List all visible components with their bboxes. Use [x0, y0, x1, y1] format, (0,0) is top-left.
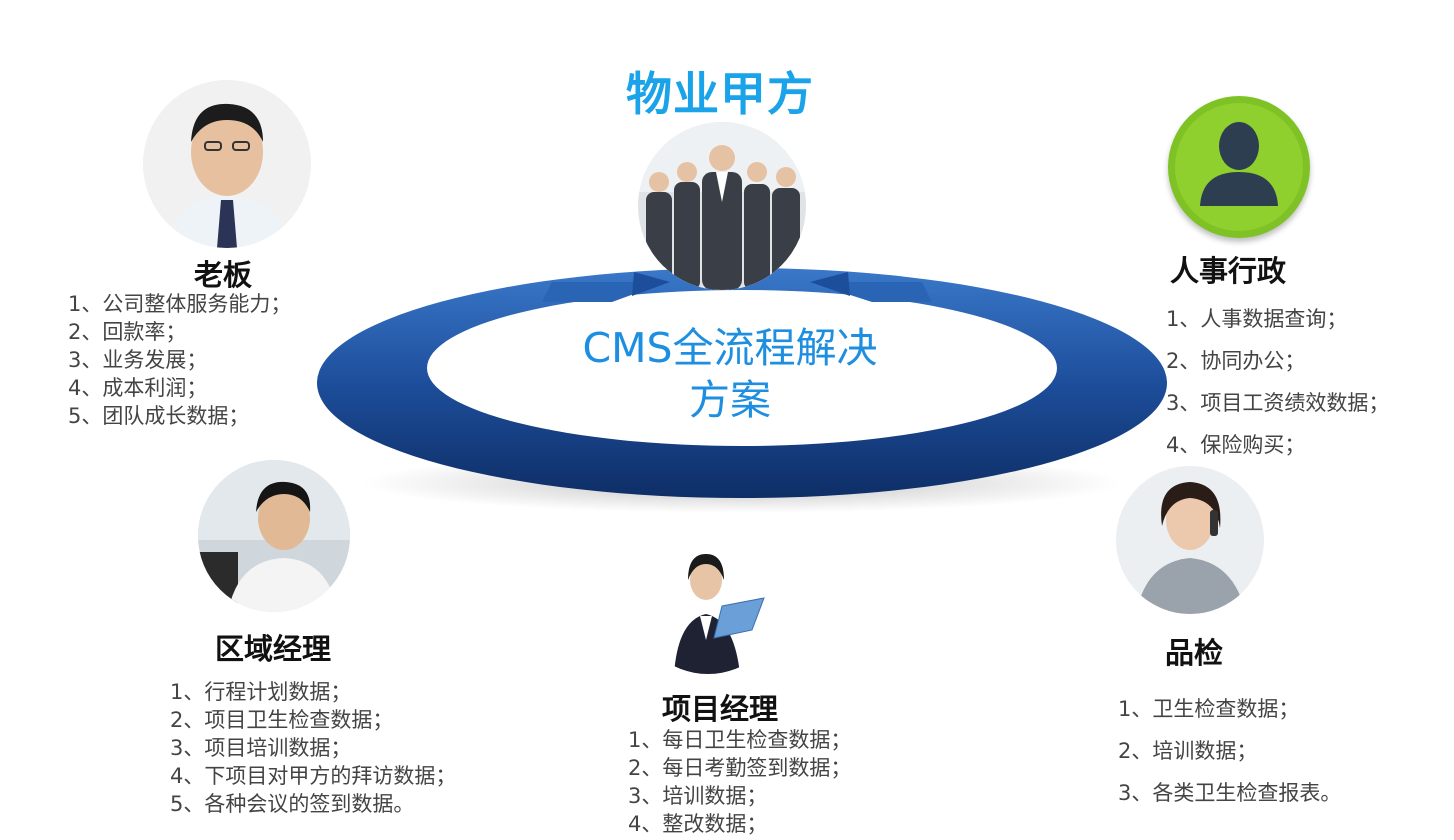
center-label: CMS全流程解决 方案	[540, 322, 920, 426]
hr-avatar	[1168, 96, 1310, 238]
project-manager-item-list: 1、每日卫生检查数据； 2、每日考勤签到数据； 3、培训数据； 4、整改数据；	[628, 726, 851, 838]
list-item: 2、培训数据；	[1118, 739, 1258, 763]
role-name-area-manager: 区域经理	[215, 632, 332, 666]
role-name-hr: 人事行政	[1170, 254, 1287, 288]
list-item: 3、业务发展；	[68, 348, 208, 372]
list-item: 4、整改数据；	[628, 812, 768, 836]
list-item: 2、项目卫生检查数据；	[170, 708, 394, 732]
list-item: 5、团队成长数据；	[68, 404, 250, 428]
list-item: 1、每日卫生检查数据；	[628, 728, 852, 752]
list-item: 1、行程计划数据；	[170, 680, 352, 704]
list-item: 2、协同办公；	[1166, 349, 1306, 373]
role-name-quality: 品检	[1165, 636, 1224, 670]
list-item: 3、各类卫生检查报表。	[1118, 781, 1342, 805]
quality-item-list: 1、卫生检查数据； 2、培训数据； 3、各类卫生检查报表。	[1118, 688, 1341, 814]
list-item: 2、每日考勤签到数据；	[628, 756, 852, 780]
person-icon	[1169, 97, 1309, 237]
boss-photo	[143, 80, 311, 248]
project-manager-photo	[636, 540, 780, 674]
area-manager-item-list: 1、行程计划数据； 2、项目卫生检查数据； 3、项目培训数据； 4、下项目对甲方…	[170, 678, 456, 818]
role-name-project-manager: 项目经理	[662, 692, 779, 726]
cycle-ring	[317, 268, 1167, 513]
quality-inspector-photo	[1116, 466, 1264, 614]
center-label-line2: 方案	[689, 376, 771, 424]
list-item: 4、下项目对甲方的拜访数据；	[170, 764, 457, 788]
area-manager-photo	[198, 460, 350, 612]
boss-item-list: 1、公司整体服务能力； 2、回款率； 3、业务发展； 4、成本利润； 5、团队成…	[68, 290, 291, 430]
list-item: 1、人事数据查询；	[1166, 307, 1348, 331]
role-name-boss: 老板	[194, 258, 253, 292]
list-item: 4、成本利润；	[68, 376, 208, 400]
diagram-title: 物业甲方	[626, 67, 814, 121]
list-item: 1、卫生检查数据；	[1118, 697, 1300, 721]
list-item: 4、保险购买；	[1166, 433, 1306, 457]
list-item: 3、项目工资绩效数据；	[1166, 391, 1390, 415]
hr-item-list: 1、人事数据查询； 2、协同办公； 3、项目工资绩效数据； 4、保险购买；	[1166, 298, 1389, 466]
list-item: 5、各种会议的签到数据。	[170, 792, 415, 816]
list-item: 3、培训数据；	[628, 784, 768, 808]
team-photo	[638, 122, 806, 290]
list-item: 2、回款率；	[68, 320, 187, 344]
center-label-line1: CMS全流程解决	[582, 324, 878, 372]
list-item: 3、项目培训数据；	[170, 736, 352, 760]
list-item: 1、公司整体服务能力；	[68, 292, 292, 316]
